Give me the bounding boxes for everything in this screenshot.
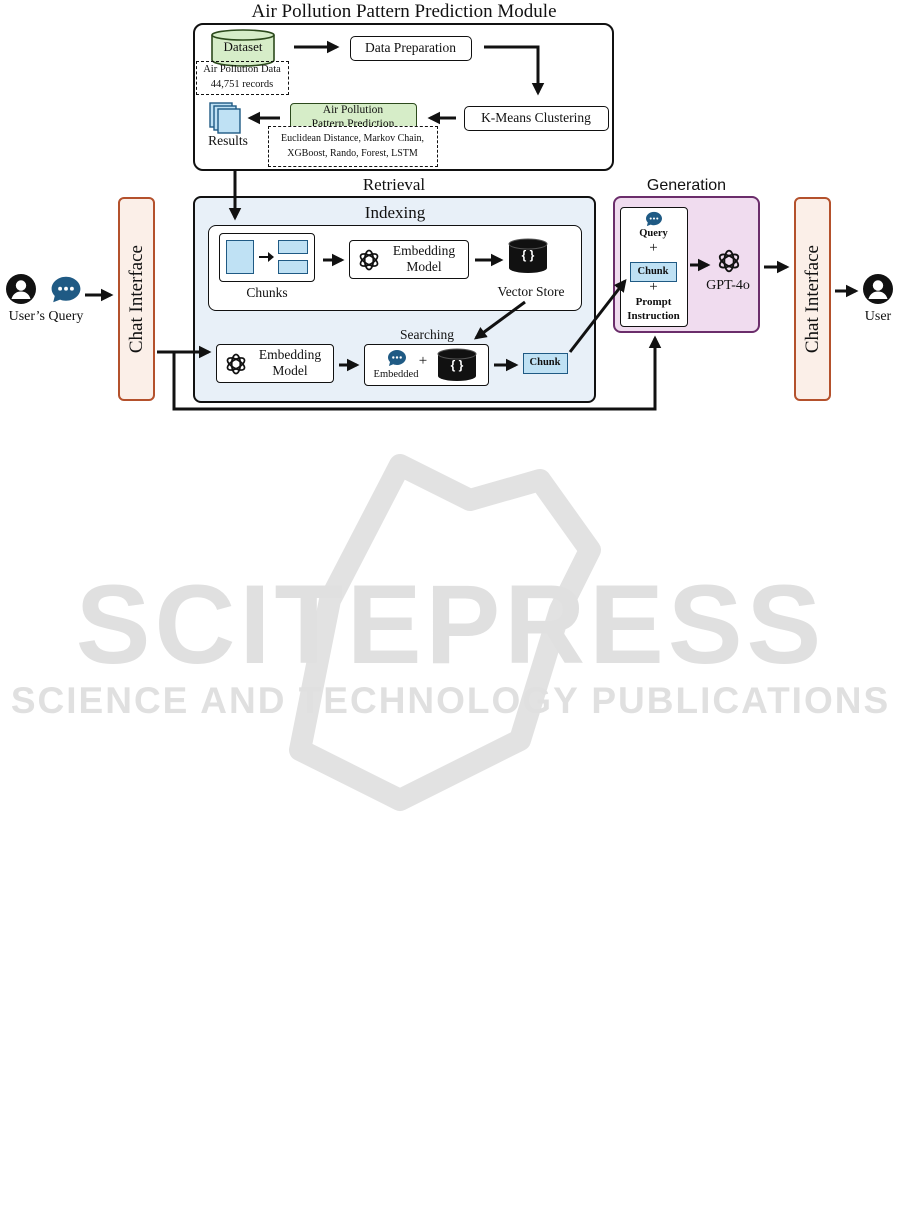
- retrieval-title: Retrieval: [362, 175, 426, 194]
- right-chat-interface: Chat Interface: [794, 197, 831, 401]
- user-icon-left: [6, 274, 36, 304]
- embedded-label: Embedded: [373, 369, 419, 380]
- vector-store-brace: { }: [521, 248, 535, 262]
- methods-note: Euclidean Distance, Markov Chain, XGBoos…: [268, 126, 438, 167]
- results-label: Results: [208, 133, 248, 148]
- indexing-title: Indexing: [364, 203, 426, 222]
- data-preparation-box: Data Preparation: [350, 36, 472, 61]
- generation-chunk-label: Chunk: [637, 266, 669, 277]
- searching-plus: +: [418, 353, 428, 369]
- module-title: Air Pollution Pattern Prediction Module: [251, 1, 557, 22]
- kmeans-label: K-Means Clustering: [481, 110, 591, 125]
- user-icon-right: [863, 274, 893, 304]
- prompt-line1: Prompt: [635, 296, 672, 308]
- dataset-cylinder: [211, 29, 275, 67]
- users-query-label: User’s Query: [8, 309, 84, 324]
- chat-bubble-icon: [388, 350, 406, 366]
- openai-icon: [226, 353, 246, 375]
- query-chat-bubble-icon: [51, 276, 81, 303]
- vector-store-label: Vector Store: [497, 284, 565, 299]
- openai-icon: [359, 249, 379, 271]
- search-vector-store-brace: { }: [450, 358, 464, 372]
- generation-plus-1: +: [649, 240, 658, 256]
- query-label: Query: [639, 228, 668, 239]
- methods-line1: Euclidean Distance, Markov Chain,: [280, 133, 424, 144]
- data-preparation-label: Data Preparation: [364, 40, 457, 55]
- chunks-label: Chunks: [246, 285, 288, 300]
- watermark-logo: [289, 454, 601, 811]
- dataset-note-line2: 44,751 records: [210, 79, 274, 90]
- retrieved-chunk-box: Chunk: [523, 353, 568, 374]
- user-label: User: [864, 309, 892, 324]
- search-embedding-box: Embedding Model: [216, 344, 334, 383]
- generation-plus-2: +: [649, 279, 658, 295]
- dataset-note-line1: Air Pollution Data: [203, 64, 281, 75]
- generation-title: Generation: [646, 177, 727, 194]
- chunk-piece-top: [278, 240, 308, 254]
- left-chat-interface: Chat Interface: [118, 197, 155, 401]
- search-embedding-line1: Embedding: [258, 347, 322, 362]
- prompt-box: Query + Chunk + Prompt Instruction: [620, 207, 688, 327]
- search-embedding-line2: Model: [272, 363, 308, 378]
- query-chat-icon: [646, 211, 662, 227]
- vector-store-icon: [508, 238, 548, 273]
- generation-chunk-box: Chunk: [630, 262, 677, 282]
- retrieved-chunk-label: Chunk: [529, 357, 561, 368]
- watermark: SCITEPRESS SCIENCE AND TECHNOLOGY PUBLIC…: [0, 440, 901, 820]
- dataset-label: Dataset: [223, 39, 263, 54]
- prediction-label-line1: Air Pollution: [322, 104, 384, 116]
- indexing-embedding-line2: Model: [406, 259, 442, 274]
- indexing-embedding-line1: Embedding: [392, 243, 456, 258]
- watermark-text: SCITEPRESS: [75, 562, 826, 687]
- searching-label: Searching: [400, 327, 454, 342]
- indexing-embedding-box: Embedding Model: [349, 240, 469, 279]
- results-icon: [209, 102, 241, 134]
- watermark-subtext: SCIENCE AND TECHNOLOGY PUBLICATIONS: [10, 680, 891, 721]
- kmeans-box: K-Means Clustering: [464, 106, 609, 131]
- right-chat-interface-label: Chat Interface: [801, 244, 823, 354]
- chunks-box: [219, 233, 315, 282]
- split-arrow-icon: [259, 252, 274, 262]
- gpt-label: GPT-4o: [706, 278, 750, 293]
- prompt-line2: Instruction: [627, 310, 680, 322]
- gpt-icon: [718, 249, 740, 273]
- methods-line2: XGBoost, Rando, Forest, LSTM: [287, 148, 418, 159]
- chunk-document: [226, 240, 254, 274]
- dataset-note: Air Pollution Data 44,751 records: [196, 61, 289, 95]
- searching-box: Embedded + { }: [364, 344, 489, 386]
- left-chat-interface-label: Chat Interface: [125, 244, 147, 354]
- chunk-piece-bottom: [278, 260, 308, 274]
